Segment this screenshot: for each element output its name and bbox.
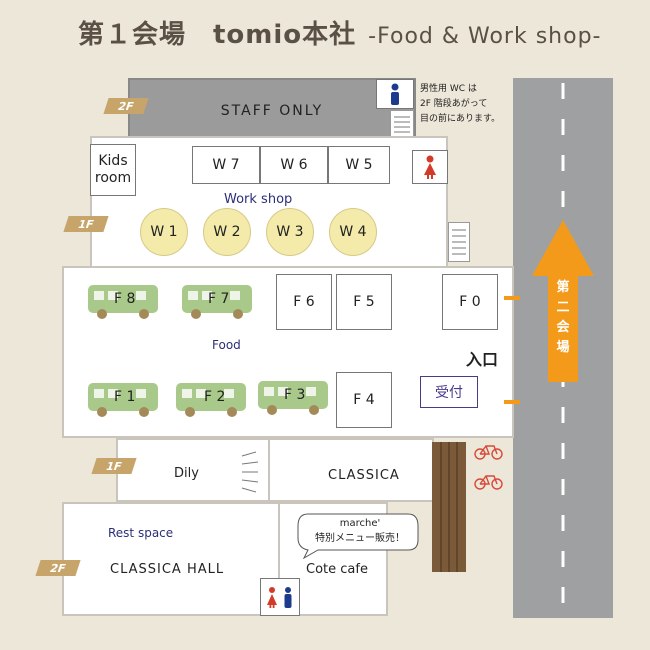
entrance-label: 入口 xyxy=(466,350,499,369)
dily-stairs-icon xyxy=(241,451,259,493)
bus-f3: F 3 xyxy=(256,378,330,418)
male-wc-icon xyxy=(391,83,399,105)
bus-label: F 1 xyxy=(114,389,136,405)
page-title: 第１会場 tomio本社-Food & Work shop- xyxy=(78,20,602,50)
bus-icon xyxy=(182,285,252,319)
cafe-label: Cote cafe xyxy=(306,562,368,577)
floor-tag-hall: 2F xyxy=(35,560,81,576)
bus-label: F 7 xyxy=(208,291,230,307)
booth-f0: F 0 xyxy=(442,274,498,330)
outdoor-stairs xyxy=(432,442,466,572)
bus-f8: F 8 xyxy=(86,282,160,322)
female-wc-icon xyxy=(424,155,436,179)
workshop-label: Work shop xyxy=(224,192,293,207)
table-w4: W 4 xyxy=(329,208,377,256)
arrow-icon xyxy=(532,220,594,382)
classica-area xyxy=(268,438,434,502)
room-w7: W 7 xyxy=(192,146,260,184)
classica-label: CLASSICA xyxy=(328,468,400,483)
speech-bubble xyxy=(297,513,419,560)
booth-f6: F 6 xyxy=(276,274,332,330)
workshop-stairs xyxy=(448,222,470,262)
bus-f1: F 1 xyxy=(86,380,160,420)
speech-text: marche'特別メニュー販売！ xyxy=(315,518,405,544)
second-venue-sign: 第二会場 xyxy=(556,280,570,355)
rest-space-label: Rest space xyxy=(108,526,174,540)
table-w2: W 2 xyxy=(203,208,251,256)
bus-icon xyxy=(258,381,328,415)
entrance-mark-top xyxy=(504,296,520,300)
dily-label: Dily xyxy=(174,466,199,481)
staff-only-area: STAFF ONLY xyxy=(128,78,416,144)
classica-hall-label: CLASSICA HALL xyxy=(110,562,225,577)
bus-f7: F 7 xyxy=(180,282,254,322)
bus-icon xyxy=(88,285,158,319)
entrance-mark-bottom xyxy=(504,400,520,404)
floor-tag-staff: 2F xyxy=(103,98,149,114)
male-wc-icon xyxy=(284,587,292,608)
bus-icon xyxy=(88,383,158,417)
bus-f2: F 2 xyxy=(174,380,248,420)
reception-desk: 受付 xyxy=(420,376,478,408)
floor-tag-dily: 1F xyxy=(91,458,137,474)
bus-label: F 2 xyxy=(204,389,226,405)
room-w5: W 5 xyxy=(328,146,390,184)
hall-divider xyxy=(278,502,280,616)
booth-f4: F 4 xyxy=(336,372,392,428)
table-w3: W 3 xyxy=(266,208,314,256)
booth-f5: F 5 xyxy=(336,274,392,330)
female-wc xyxy=(412,150,448,184)
table-w1: W 1 xyxy=(140,208,188,256)
room-w6: W 6 xyxy=(260,146,328,184)
dily-area xyxy=(116,438,270,502)
page-subtitle: -Food & Work shop- xyxy=(368,24,602,49)
bicycle-icon xyxy=(474,445,503,490)
bus-label: F 8 xyxy=(114,291,136,307)
hall-wc xyxy=(260,578,300,616)
bus-label: F 3 xyxy=(284,387,306,403)
floor-tag-workshop: 1F xyxy=(63,216,109,232)
female-wc-icon xyxy=(267,587,277,608)
food-label: Food xyxy=(212,338,241,352)
bus-icon xyxy=(176,383,246,417)
staff-wc xyxy=(376,79,414,109)
